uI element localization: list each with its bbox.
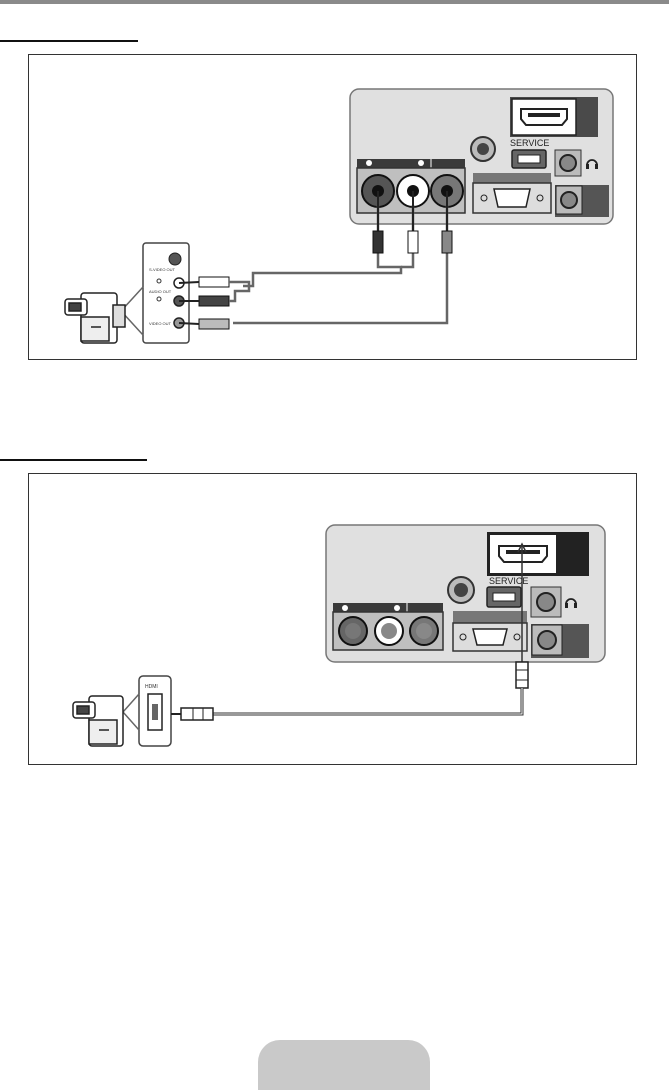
section-2-heading-rule — [0, 459, 147, 461]
av-connection-panel: SERVICE — [28, 54, 637, 360]
hdmi-plug-icon — [516, 662, 528, 688]
camcorder-icon — [73, 696, 123, 746]
hdmi-connection-panel: SERVICE — [28, 473, 637, 765]
rca-jack-icon — [339, 617, 438, 645]
av-connection-diagram: SERVICE — [29, 55, 638, 361]
svideo-out-label: S-VIDEO OUT — [149, 267, 176, 272]
top-rule — [0, 0, 669, 4]
camcorder-jack-plate: S-VIDEO OUT AUDIO OUT VIDEO OUT — [143, 243, 199, 343]
video-out-label: VIDEO OUT — [149, 321, 172, 326]
tv-back-panel: SERVICE — [350, 89, 613, 224]
audio-out-label: AUDIO OUT — [149, 289, 172, 294]
page-number-tab — [258, 1040, 430, 1090]
hdmi-port-icon — [512, 99, 576, 135]
service-label: SERVICE — [510, 138, 549, 148]
hdmi-port-icon — [489, 534, 557, 574]
vga-port-icon — [473, 183, 551, 213]
vga-port-icon — [453, 623, 527, 651]
tv-back-panel-hdmi: SERVICE — [326, 525, 605, 662]
pointer-arrow — [123, 694, 139, 730]
hdmi-label: HDMI — [145, 684, 158, 690]
hdmi-connection-diagram: SERVICE — [29, 474, 638, 766]
camcorder-hdmi-plate: HDMI — [139, 676, 181, 746]
camcorder-icon — [65, 293, 125, 343]
section-1-heading-rule — [0, 40, 138, 42]
